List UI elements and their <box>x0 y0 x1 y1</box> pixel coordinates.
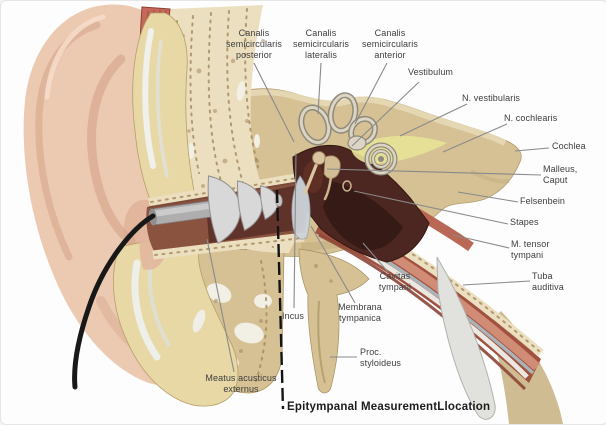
leader-incus <box>293 152 297 309</box>
label-cavitas-tympani: Cavitas tympani <box>378 271 412 292</box>
label-stapes: Stapes <box>510 217 539 227</box>
label-canalis-semicircularis-anterior: Canalis semicircularis anterior <box>362 28 418 60</box>
leader-n-vestibularis <box>399 103 468 137</box>
label-canalis-semicircularis-lateralis: Canalis semicircularis lateralis <box>293 28 349 60</box>
label-n-cochlearis: N. cochlearis <box>504 113 558 123</box>
label-vestibulum: Vestibulum <box>408 67 454 77</box>
incus-body <box>323 155 341 179</box>
leader-canalis-lateralis <box>317 62 322 115</box>
leader-meatus <box>206 238 235 373</box>
styloid-process <box>298 248 370 394</box>
inner-ear <box>298 92 447 176</box>
figure-caption: Epitympanal MeasurementLlocation <box>287 401 491 413</box>
leader-malleus <box>326 168 542 176</box>
leader-membrana <box>310 225 356 304</box>
vestibule <box>347 135 367 151</box>
leader-canalis-anterior <box>354 62 388 125</box>
cochlea-spiral <box>364 142 398 176</box>
probe-cable <box>72 213 156 390</box>
leader-m-tensor <box>452 234 510 249</box>
leader-stapes <box>353 190 509 225</box>
label-meatus-acusticus-externus: Meatus acusticus externus <box>205 373 277 394</box>
tuba-cartilage-horn <box>436 256 496 420</box>
label-m-tensor-tympani: M. tensor tympani <box>511 239 550 260</box>
label-tuba-auditiva: Tuba auditiva <box>532 271 564 292</box>
leader-vestibulum <box>351 81 420 147</box>
label-n-vestibularis: N. vestibularis <box>462 93 521 103</box>
malleus-head <box>312 151 326 165</box>
leader-felsenbein <box>457 191 519 203</box>
leader-cochlea <box>514 147 550 152</box>
leader-lines <box>206 62 550 373</box>
label-cochlea: Cochlea <box>552 141 586 151</box>
leader-canalis-posterior <box>253 62 295 143</box>
stapes-bone <box>342 180 352 192</box>
label-proc-styloideus: Proc. styloideus <box>360 347 402 368</box>
label-malleus-caput: Malleus, Caput <box>543 164 578 185</box>
leader-n-cochlearis <box>442 123 508 153</box>
measurement-location-line <box>275 189 285 410</box>
label-incus: Incus <box>282 311 305 321</box>
leader-cavitas <box>362 242 389 273</box>
label-felsenbein: Felsenbein <box>520 196 566 206</box>
ear-probe <box>148 175 283 244</box>
leader-tuba <box>462 280 531 286</box>
label-canalis-semicircularis-posterior: Canalis semicircularis posterior <box>226 28 282 60</box>
label-membrana-tympanica: Membrana tympanica <box>338 302 382 323</box>
